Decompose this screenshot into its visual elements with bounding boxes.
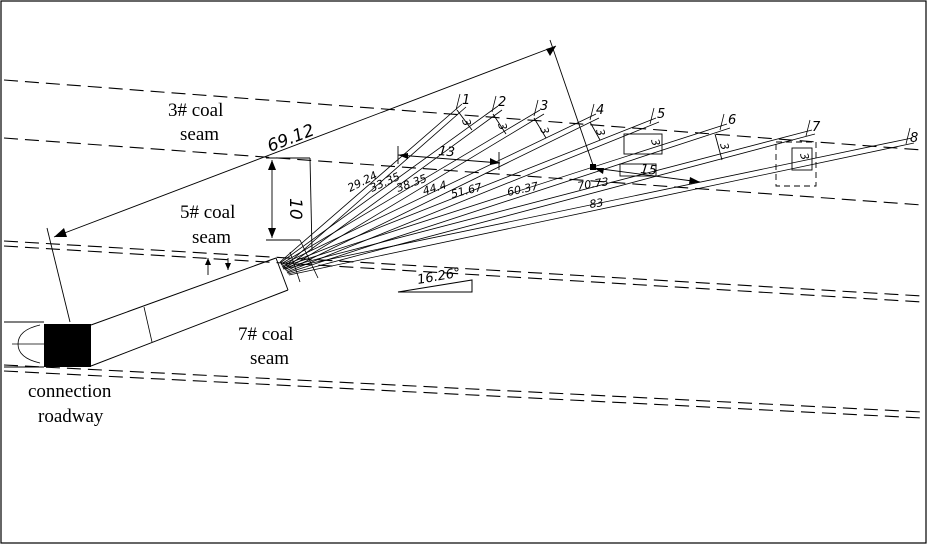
borehole-ids: 1 2 3 4 5 6 7 8 xyxy=(455,93,918,146)
borehole-6 xyxy=(281,123,731,274)
spacing-3-b5: 3 xyxy=(648,137,662,147)
spacing-3-b1: 3 xyxy=(459,117,473,127)
borehole-id-2: 2 xyxy=(498,95,506,110)
seam5-thickness-marker xyxy=(205,258,231,275)
seam7-label-line2: seam xyxy=(250,348,289,369)
borehole-id-1: 1 xyxy=(462,93,470,108)
spacing-3-markers: 3 3 3 3 3 3 3 xyxy=(456,109,817,187)
borehole-length-6: 60.37 xyxy=(506,180,540,199)
borehole-2 xyxy=(279,105,503,270)
dip-angle-label: 16.26° xyxy=(416,266,462,288)
borehole-id-5: 5 xyxy=(657,107,665,122)
dimension-69-12-label: 69.12 xyxy=(265,121,318,157)
dip-angle-symbol: 16.26° xyxy=(397,266,473,293)
borehole-id-8: 8 xyxy=(910,131,918,146)
borehole-length-7: 70.73 xyxy=(576,175,609,193)
roadway-block xyxy=(44,324,91,367)
borehole-length-labels: 29.24 33.35 38.35 44.4 51.67 60.37 70.73… xyxy=(345,169,609,211)
borehole-3 xyxy=(280,109,545,271)
seam5-label-line2: seam xyxy=(192,227,231,248)
borehole-fan xyxy=(279,103,915,283)
seam5-label-line1: 5# coal xyxy=(180,202,235,223)
seam5-roof-line xyxy=(3,240,923,297)
seam-boundaries xyxy=(3,79,923,419)
dimension-10-label: 10 xyxy=(285,198,305,220)
dimension-15: 15 xyxy=(590,162,701,184)
dimension-13-label: 13 xyxy=(438,144,456,160)
borehole-id-6: 6 xyxy=(728,113,736,128)
seam3-label-line1: 3# coal xyxy=(168,100,223,121)
borehole-5 xyxy=(281,117,660,273)
seam3-roof-line xyxy=(3,79,923,151)
seam3-floor-line xyxy=(3,137,923,206)
spacing-3-b6: 3 xyxy=(717,141,731,151)
borehole-7 xyxy=(282,129,816,275)
seam7-roof-line xyxy=(3,364,923,413)
seam7-floor-line xyxy=(3,370,923,419)
dimension-10: 10 xyxy=(266,157,313,251)
seam5-floor-line xyxy=(3,245,923,303)
borehole-8 xyxy=(282,137,915,276)
borehole-1 xyxy=(279,103,467,269)
roadway-label-line2: roadway xyxy=(38,406,104,427)
connection-roadway-shape xyxy=(4,321,91,368)
spacing-3-b4: 3 xyxy=(593,127,607,137)
borehole-id-3: 3 xyxy=(540,99,548,114)
roadway-label-line1: connection xyxy=(28,381,112,402)
borehole-length-8: 83 xyxy=(589,196,605,211)
spacing-3-b2: 3 xyxy=(495,121,509,131)
seam3-label-line2: seam xyxy=(180,124,219,145)
borehole-id-7: 7 xyxy=(812,120,821,135)
borehole-4 xyxy=(280,113,600,272)
spacing-3-b3: 3 xyxy=(537,125,551,135)
borehole-id-4: 4 xyxy=(596,103,604,118)
inclined-roadway xyxy=(90,257,289,367)
seam7-label-line1: 7# coal xyxy=(238,324,293,345)
spacing-3-b7: 3 xyxy=(797,151,811,161)
dimension-15-label: 15 xyxy=(640,162,658,179)
borehole-length-5: 51.67 xyxy=(450,181,484,201)
dimension-13: 13 xyxy=(397,144,501,170)
